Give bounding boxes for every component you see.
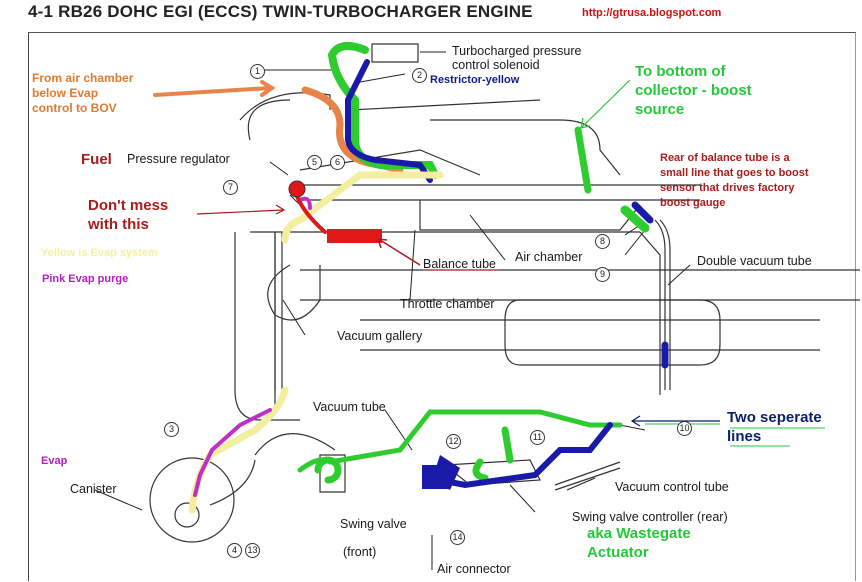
boost-source-arrow: [580, 79, 631, 129]
label-canister: Canister: [70, 482, 117, 496]
leader-lines: [94, 51, 691, 570]
green-swing-front: [314, 456, 342, 484]
label-balance-tube: Balance tube: [423, 257, 496, 271]
callout-2: 2: [412, 68, 427, 83]
callout-14: 14: [450, 530, 465, 545]
blue-rear-fitting: [631, 201, 654, 224]
callout-8: 8: [595, 234, 610, 249]
callout-10: 10: [677, 421, 692, 436]
green-boost-source: [574, 126, 592, 194]
double-vacuum-tube-pipe: [654, 219, 671, 390]
annotation-boost-source-2: collector - boost: [635, 82, 752, 99]
swing-valve-rear-body: [443, 459, 541, 486]
annotation-boost-source-3: source: [635, 101, 685, 118]
balance-tube-red: [327, 229, 382, 243]
annotation-evap: Evap: [41, 455, 68, 467]
canister-outline: [149, 457, 235, 543]
bov-orange-arrow: [153, 80, 276, 97]
label-air-chamber: Air chamber: [515, 250, 583, 264]
label-air-connector: Air connector: [437, 562, 511, 576]
dont-mess-arrow: [196, 204, 286, 215]
annotation-rear-balance-2: small line that goes to boost: [660, 167, 809, 179]
callout-6: 6: [330, 155, 345, 170]
callout-11: 11: [530, 430, 545, 445]
label-swing-valve-front: (front): [343, 545, 377, 559]
label-pressure-regulator: Pressure regulator: [127, 152, 230, 166]
vacuum-control-tube-pipe: [554, 461, 621, 491]
callout-1: 1: [250, 64, 265, 79]
blue-hose-solenoid: [345, 59, 433, 183]
pink-evap-upper: [298, 196, 312, 210]
label-vacuum-control-tube: Vacuum control tube: [615, 480, 729, 494]
two-lines-arrow: [630, 415, 720, 427]
label-swing-valve-controller: Swing valve controller (rear): [572, 510, 728, 524]
label-vacuum-tube: Vacuum tube: [313, 400, 386, 414]
pink-evap-purge: [193, 408, 272, 497]
hose-clamp-pipe: [209, 433, 336, 506]
swing-valve-front-body: [319, 454, 346, 493]
balance-tube-arrow: [376, 238, 421, 266]
callout-5: 5: [307, 155, 322, 170]
source-url[interactable]: http://gtrusa.blogspot.com: [582, 7, 722, 19]
annotation-wastegate-2: Actuator: [587, 544, 649, 561]
annotation-bov-3: control to BOV: [32, 101, 117, 115]
annotation-bov-1: From air chamber: [32, 71, 134, 85]
annotation-pink-evap-purge: Pink Evap purge: [42, 273, 129, 285]
annotation-two-lines-1: Two seperate: [727, 409, 822, 426]
callout-9: 9: [595, 267, 610, 282]
vacuum-gallery-pipe: [274, 232, 283, 390]
green-rear-fitting: [620, 205, 650, 233]
air-connector-blue-funnel: [432, 455, 460, 490]
cam-cover-oval: [504, 299, 721, 366]
annotation-bov-2: below Evap: [32, 86, 99, 100]
annotation-rear-balance-4: boost gauge: [660, 197, 726, 209]
colored-hoses: [153, 42, 669, 514]
annotation-arrows: [196, 79, 825, 447]
blue-vacuum-control: [447, 422, 613, 489]
label-swing-valve: Swing valve: [340, 517, 407, 531]
diagram-frame: [28, 32, 856, 581]
callout-13: 13: [245, 543, 260, 558]
pressure-regulator-red: [288, 180, 306, 198]
callout-4: 4: [227, 543, 242, 558]
annotation-two-lines-2: lines: [727, 428, 762, 445]
solenoid-body: [371, 43, 419, 63]
callout-12: 12: [446, 434, 461, 449]
annotation-rear-balance-1: Rear of balance tube is a: [660, 152, 790, 164]
annotation-dont-mess-2: with this: [88, 216, 149, 233]
annotation-restrictor: Restrictor-yellow: [430, 74, 520, 86]
label-double-vacuum-tube: Double vacuum tube: [697, 254, 812, 268]
diagram-title: 4-1 RB26 DOHC EGI (ECCS) TWIN-TURBOCHARG…: [28, 2, 533, 21]
annotation-rear-balance-3: sensor that drives factory: [660, 182, 795, 194]
callout-3: 3: [164, 422, 179, 437]
label-throttle-chamber: Throttle chamber: [400, 297, 495, 311]
annotation-fuel: Fuel: [81, 151, 112, 168]
label-solenoid-1: Turbocharged pressure: [452, 44, 582, 58]
label-solenoid-2: control solenoid: [452, 58, 540, 72]
canister-top: [174, 502, 200, 528]
engine-line-art: [149, 43, 860, 543]
annotation-yellow-evap: Yellow is Evap system: [41, 247, 158, 259]
annotation-boost-source-1: To bottom of: [635, 63, 726, 80]
green-controller-hose: [472, 426, 514, 482]
label-vacuum-gallery: Vacuum gallery: [337, 329, 423, 343]
annotation-wastegate-1: aka Wastegate: [587, 525, 691, 542]
callout-7: 7: [223, 180, 238, 195]
annotation-dont-mess-1: Don't mess: [88, 197, 169, 214]
intake-manifold-outline: [239, 92, 621, 176]
